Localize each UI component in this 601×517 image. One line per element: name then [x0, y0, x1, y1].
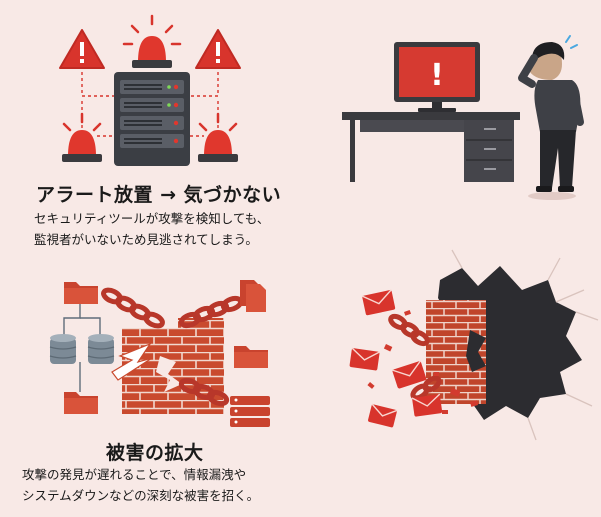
monitor-alert: !: [394, 42, 480, 112]
alarm-beacon-icon: [122, 14, 182, 68]
chain-icon: [101, 287, 165, 329]
envelope-icon: [361, 289, 396, 316]
unattended-desk-illustration: !: [342, 35, 584, 200]
chain-icon: [178, 377, 230, 407]
folder-icon: [234, 346, 268, 368]
envelope-icon: [391, 360, 427, 389]
panel-title-alert: アラート放置 → 気づかない: [36, 184, 282, 206]
brick-wall-right: [178, 318, 224, 414]
alarm-network-illustration: [59, 14, 241, 166]
wall-cracks: [451, 249, 599, 441]
network-connector-lines: [63, 300, 101, 392]
sweat-drops-icon: [565, 35, 578, 49]
panel-title-damage: 被害の拡大: [106, 442, 204, 464]
envelope-icon: [368, 403, 398, 428]
panel-description-damage: 攻撃の発見が遅れることで、情報漏洩や システムダウンなどの深刻な被害を招く。: [22, 464, 259, 506]
database-icon: [49, 334, 77, 364]
brick-debris: [442, 388, 479, 414]
server-rack: [114, 72, 190, 166]
monitor-warning-icon: !: [430, 58, 444, 93]
description-line: 攻撃の発見が遅れることで、情報漏洩や: [22, 467, 247, 482]
folder-icon: [64, 282, 98, 304]
server-stack-icon: [230, 396, 270, 427]
lightning-icon: [111, 342, 153, 381]
alarm-beacon-icon: [198, 112, 238, 162]
data-leak-illustration: [349, 249, 599, 441]
warning-triangle-icon: [59, 29, 105, 69]
document-icon: [240, 280, 266, 312]
firewall-breach-illustration: [49, 280, 270, 427]
warning-triangle-icon: [195, 29, 241, 69]
paper-fragments: [367, 309, 439, 389]
wall-breach-hole: [156, 356, 182, 392]
confused-person: [518, 35, 584, 200]
alarm-beacon-icon: [62, 112, 102, 162]
desk: [342, 112, 520, 182]
chain-icon: [388, 313, 430, 347]
description-line: 監視者がいないため見逃されてしまう。: [34, 232, 258, 247]
envelope-icon: [349, 347, 381, 371]
chain-icon: [410, 375, 442, 401]
folder-icon: [64, 392, 98, 414]
chain-icon: [178, 295, 244, 329]
envelope-icon: [411, 393, 443, 417]
panel-description-alert: セキュリティツールが攻撃を検知しても、 監視者がいないため見逃されてしまう。: [34, 208, 269, 250]
brick-breach-crack: [466, 330, 486, 372]
database-icon: [87, 334, 115, 364]
description-line: セキュリティツールが攻撃を検知しても、: [34, 211, 270, 226]
description-line: システムダウンなどの深刻な被害を招く。: [22, 488, 260, 503]
